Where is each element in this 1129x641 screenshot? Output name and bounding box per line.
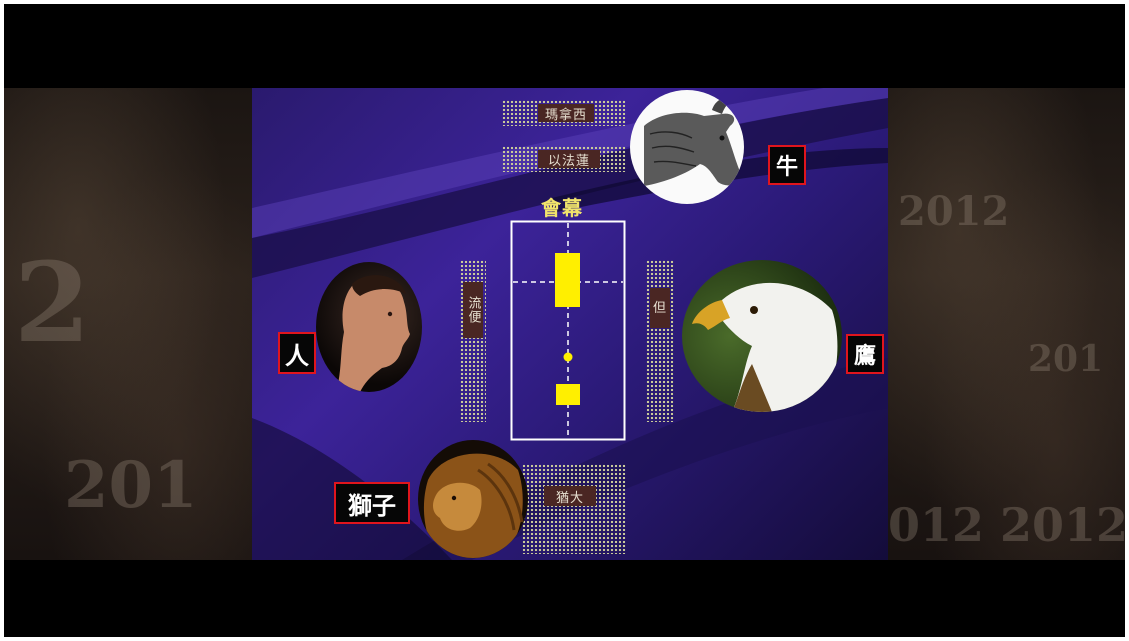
stage-panel: 會幕 瑪拿西 以法蓮 流便 但 猶大 <box>252 88 888 560</box>
right-bg-text-top: 2012 <box>898 188 1009 235</box>
tag-dan: 但 <box>650 288 670 328</box>
laver-marker <box>564 353 573 362</box>
tag-ephraim: 以法蓮 <box>538 150 600 168</box>
left-side-panel: 2 201 <box>4 88 252 560</box>
tag-reuben: 流便 <box>463 282 483 338</box>
ox-face-icon <box>630 90 744 204</box>
altar-marker <box>556 384 580 405</box>
left-bg-text-large: 2 <box>14 238 91 367</box>
right-side-panel: 2012 201 012 2012 <box>888 88 1125 560</box>
east-tribe-dots <box>646 260 674 422</box>
man-face-icon <box>316 262 422 392</box>
tag-reuben-text: 流便 <box>465 296 482 324</box>
right-bg-text-mid: 201 <box>1028 338 1103 380</box>
right-bg-text-bottom: 012 2012 <box>888 498 1125 552</box>
lion-label: 獅子 <box>334 482 410 524</box>
tabernacle-diagram <box>510 220 628 444</box>
video-frame: 2 201 2012 201 012 2012 會幕 瑪拿西 <box>4 4 1125 637</box>
left-bg-text-bottom: 201 <box>64 448 198 523</box>
ox-label: 牛 <box>768 145 806 185</box>
eagle-label: 鷹 <box>846 334 884 374</box>
tag-judah: 猶大 <box>544 486 596 506</box>
eagle-face-icon <box>682 260 842 412</box>
screen-title: 會幕 <box>541 192 583 221</box>
tag-dan-text: 但 <box>653 300 667 317</box>
south-tribe-dots <box>522 464 626 554</box>
lion-face-icon <box>418 440 528 558</box>
holy-place-marker <box>555 253 580 307</box>
man-label: 人 <box>278 332 316 374</box>
tag-manasseh: 瑪拿西 <box>538 104 594 122</box>
